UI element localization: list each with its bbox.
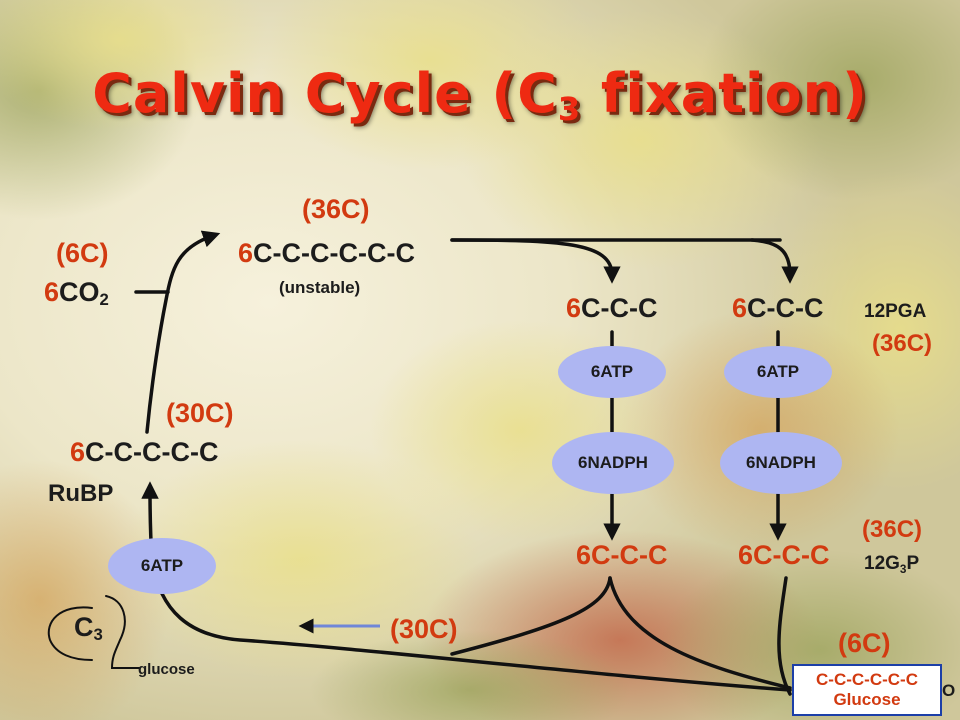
six-carbon-chain: C-C-C-C-C-C — [253, 238, 415, 268]
carbon-count-36c-right: (36C) — [872, 330, 933, 357]
c3-loop-right — [105, 595, 141, 669]
c3-glucose-label: glucose — [138, 661, 195, 678]
unstable-label: (unstable) — [279, 278, 361, 297]
rubp-label: RuBP — [48, 480, 114, 507]
co2-input: 6CO2 — [44, 279, 109, 309]
six-carbon-prefix: 6 — [238, 238, 254, 268]
pga-right: 6C-C-C — [732, 295, 824, 322]
atp-oval-middle: 6ATP — [558, 346, 666, 398]
nadph-oval-right: 6NADPH — [720, 432, 842, 494]
carbon-count-36c-lower: (36C) — [862, 516, 923, 543]
left-g3p-to-glucose-line — [608, 576, 792, 690]
rubp-chain: 6C-C-C-C-C — [70, 439, 219, 466]
rubp-chain-text: C-C-C-C-C — [85, 437, 219, 467]
co2-subscript: 2 — [99, 290, 109, 309]
glucose-name: Glucose — [833, 690, 901, 709]
c3-loop-left — [47, 606, 93, 661]
pga-left-prefix: 6 — [566, 293, 582, 323]
title-end: fixation) — [581, 62, 868, 125]
carbon-count-30c-left: (30C) — [166, 398, 234, 428]
g3p-main: 12G — [864, 553, 900, 574]
g3p-end: P — [906, 553, 920, 574]
split-right-arrow — [750, 238, 799, 284]
pga-right-chain: C-C-C — [747, 293, 824, 323]
rubp-prefix: 6 — [70, 437, 86, 467]
slide-title: Calvin Cycle (C3 fixation) — [0, 62, 960, 128]
g3p-count-label: 12G3P — [864, 554, 919, 576]
c3-subscript: 3 — [93, 625, 103, 644]
carbon-count-6c-bottom: (6C) — [838, 628, 891, 658]
pga-left: 6C-C-C — [566, 295, 658, 322]
glucose-box: C-C-C-C-C-C Glucose — [792, 664, 942, 716]
left-g3p-return-line — [450, 576, 612, 656]
carbon-count-30c-bottom: (30C) — [390, 614, 458, 644]
atp-oval-right: 6ATP — [724, 346, 832, 398]
g3p-right: 6C-C-C — [738, 540, 830, 570]
g3p-subscript: 3 — [899, 563, 907, 576]
pga-left-chain: C-C-C — [581, 293, 658, 323]
g3p-left: 6C-C-C — [576, 540, 668, 570]
c3-label: C3 — [74, 614, 103, 644]
right-g3p-down-line — [777, 576, 792, 696]
co2-main: CO — [59, 277, 100, 307]
nadph-oval-middle: 6NADPH — [552, 432, 674, 494]
pga-right-prefix: 6 — [732, 293, 748, 323]
split-left-arrow — [450, 238, 621, 284]
pga-count-label: 12PGA — [864, 301, 927, 322]
carbon-count-36c-top: (36C) — [302, 194, 370, 224]
edge-o-label: O — [942, 681, 956, 700]
glucose-formula: C-C-C-C-C-C — [816, 670, 918, 690]
c3-main: C — [74, 612, 94, 642]
title-main: Calvin Cycle (C — [92, 62, 558, 125]
atp-oval-left: 6ATP — [108, 538, 216, 594]
rubp-to-six-carbon-arrow — [145, 230, 221, 434]
title-subscript: 3 — [557, 90, 582, 128]
six-carbon-intermediate: 6C-C-C-C-C-C — [238, 240, 415, 267]
carbon-count-6c-left: (6C) — [56, 238, 109, 268]
co2-prefix: 6 — [44, 277, 60, 307]
